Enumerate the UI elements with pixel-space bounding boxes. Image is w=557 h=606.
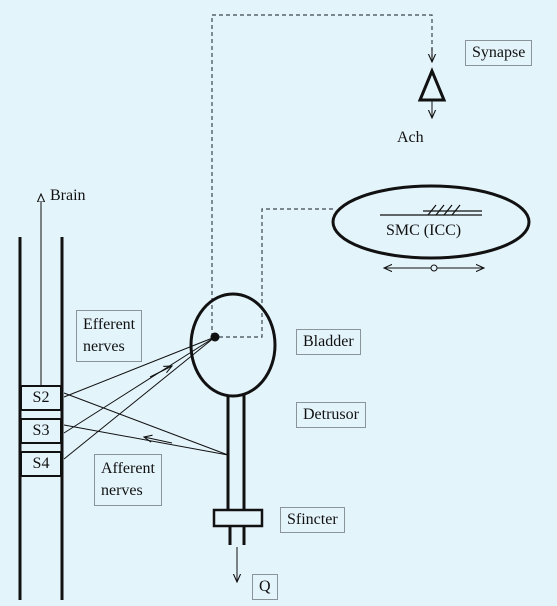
efferent-nerve-s3 <box>63 336 216 434</box>
outflow-q-label: Q <box>252 574 278 600</box>
dashed-pathway-to-synapse <box>211 14 433 337</box>
spinal-segment-s4: S4 <box>20 451 62 477</box>
ach-label: Ach <box>397 129 424 146</box>
spinal-segment-s3: S3 <box>20 418 62 444</box>
smc-cell-ellipse <box>331 184 531 260</box>
smc-filament-hatching <box>427 204 461 216</box>
efferent-nerve-s4 <box>63 336 216 460</box>
bladder-label: Bladder <box>296 329 361 355</box>
afferent-direction-arrow <box>144 437 173 444</box>
afferent-nerve-s2 <box>63 392 229 456</box>
dashed-pathway-to-smc <box>212 208 333 338</box>
efferent-direction-arrow <box>149 366 172 378</box>
smc-label: SMC (ICC) <box>386 222 462 239</box>
sphincter-band <box>212 508 264 528</box>
smc-contraction-center <box>430 264 438 272</box>
synapse-triangle <box>417 67 447 102</box>
synapse-label: Synapse <box>465 40 533 66</box>
spinal-segment-s2: S2 <box>20 385 62 411</box>
efferent-nerve-s2 <box>63 336 216 398</box>
sfincter-label: Sfincter <box>280 507 345 533</box>
detrusor-label: Detrusor <box>296 402 366 428</box>
efferent-nerves-label: Efferent nerves <box>76 310 143 362</box>
brain-label: Brain <box>50 187 86 204</box>
afferent-nerves-label: Afferent nerves <box>94 454 162 506</box>
afferent-nerve-s3 <box>63 424 229 456</box>
bladder-ellipse <box>189 292 277 398</box>
